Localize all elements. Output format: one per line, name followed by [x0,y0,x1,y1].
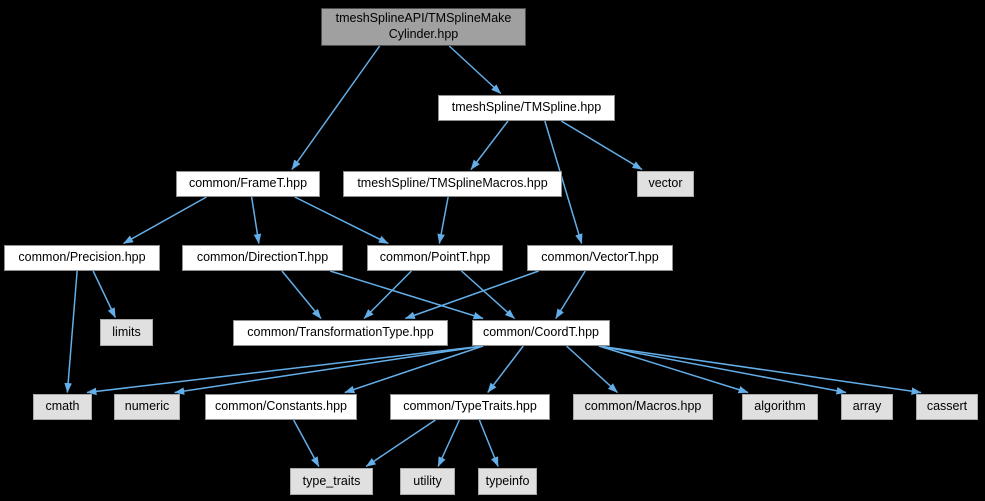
graph-node-numeric: numeric [114,394,180,420]
graph-node-array: array [841,394,893,420]
graph-node-tmsplinemacros[interactable]: tmeshSpline/TMSplineMacros.hpp [343,171,562,197]
edge-tmsplinemacros-to-pointt [437,196,449,244]
graph-node-pointt[interactable]: common/PointT.hpp [367,245,503,271]
graph-node-macros: common/Macros.hpp [573,394,713,420]
edge-coordt-to-constants [344,345,484,394]
edge-coordt-to-macros [565,345,619,394]
edge-pointt-to-transformationtype [363,270,412,320]
edge-directiont-to-transformationtype [281,270,322,319]
edge-root-to-tmspline [448,45,502,95]
edge-pointt-to-coordt [460,270,516,320]
graph-node-type_traits: type_traits [290,468,373,495]
edge-precision-to-limits [92,270,117,318]
edge-precision-to-cmath [64,270,78,393]
edge-vectort-to-coordt [555,270,586,319]
edge-group [64,45,922,468]
edge-vectort-to-transformationtype [404,270,539,320]
graph-node-algorithm: algorithm [742,394,818,420]
edge-framet-to-precision [123,196,207,245]
edge-root-to-framet [291,45,381,170]
graph-node-directiont[interactable]: common/DirectionT.hpp [182,245,343,271]
graph-node-framet[interactable]: common/FrameT.hpp [176,171,320,197]
edge-typetraits-to-type_traits [365,419,436,468]
edge-typetraits-to-typeinfo [478,419,499,467]
edge-tmspline-to-tmsplinemacros [470,120,509,170]
graph-node-typetraits[interactable]: common/TypeTraits.hpp [390,394,550,420]
edge-coordt-to-array [598,345,847,395]
edge-coordt-to-cmath [86,345,484,396]
edge-framet-to-pointt [294,196,389,245]
edge-directiont-to-coordt [329,270,484,320]
graph-node-coordt[interactable]: common/CoordT.hpp [472,320,610,346]
graph-node-utility: utility [400,468,455,495]
edge-coordt-to-numeric [174,345,484,395]
edge-coordt-to-cassert [598,345,922,395]
graph-node-transformationtype[interactable]: common/TransformationType.hpp [233,320,448,346]
graph-node-constants[interactable]: common/Constants.hpp [205,394,357,420]
graph-node-root: tmeshSplineAPI/TMSplineMake Cylinder.hpp [321,8,526,46]
graph-node-limits: limits [100,319,153,346]
edge-coordt-to-typetraits [487,345,524,393]
edge-tmspline-to-vector [560,120,643,171]
graph-node-precision[interactable]: common/Precision.hpp [4,245,160,271]
graph-node-cassert: cassert [916,394,978,420]
graph-node-vector: vector [637,171,694,197]
graph-node-vectort[interactable]: common/VectorT.hpp [527,245,673,271]
graph-node-typeinfo: typeinfo [478,468,537,495]
edge-constants-to-type_traits [292,419,320,467]
graph-node-tmspline[interactable]: tmeshSpline/TMSpline.hpp [438,95,615,121]
edge-typetraits-to-utility [437,419,461,467]
graph-node-cmath: cmath [33,394,92,420]
edge-tmspline-to-vectort [544,120,583,244]
edge-framet-to-directiont [250,196,262,244]
edge-coordt-to-algorithm [598,345,749,394]
